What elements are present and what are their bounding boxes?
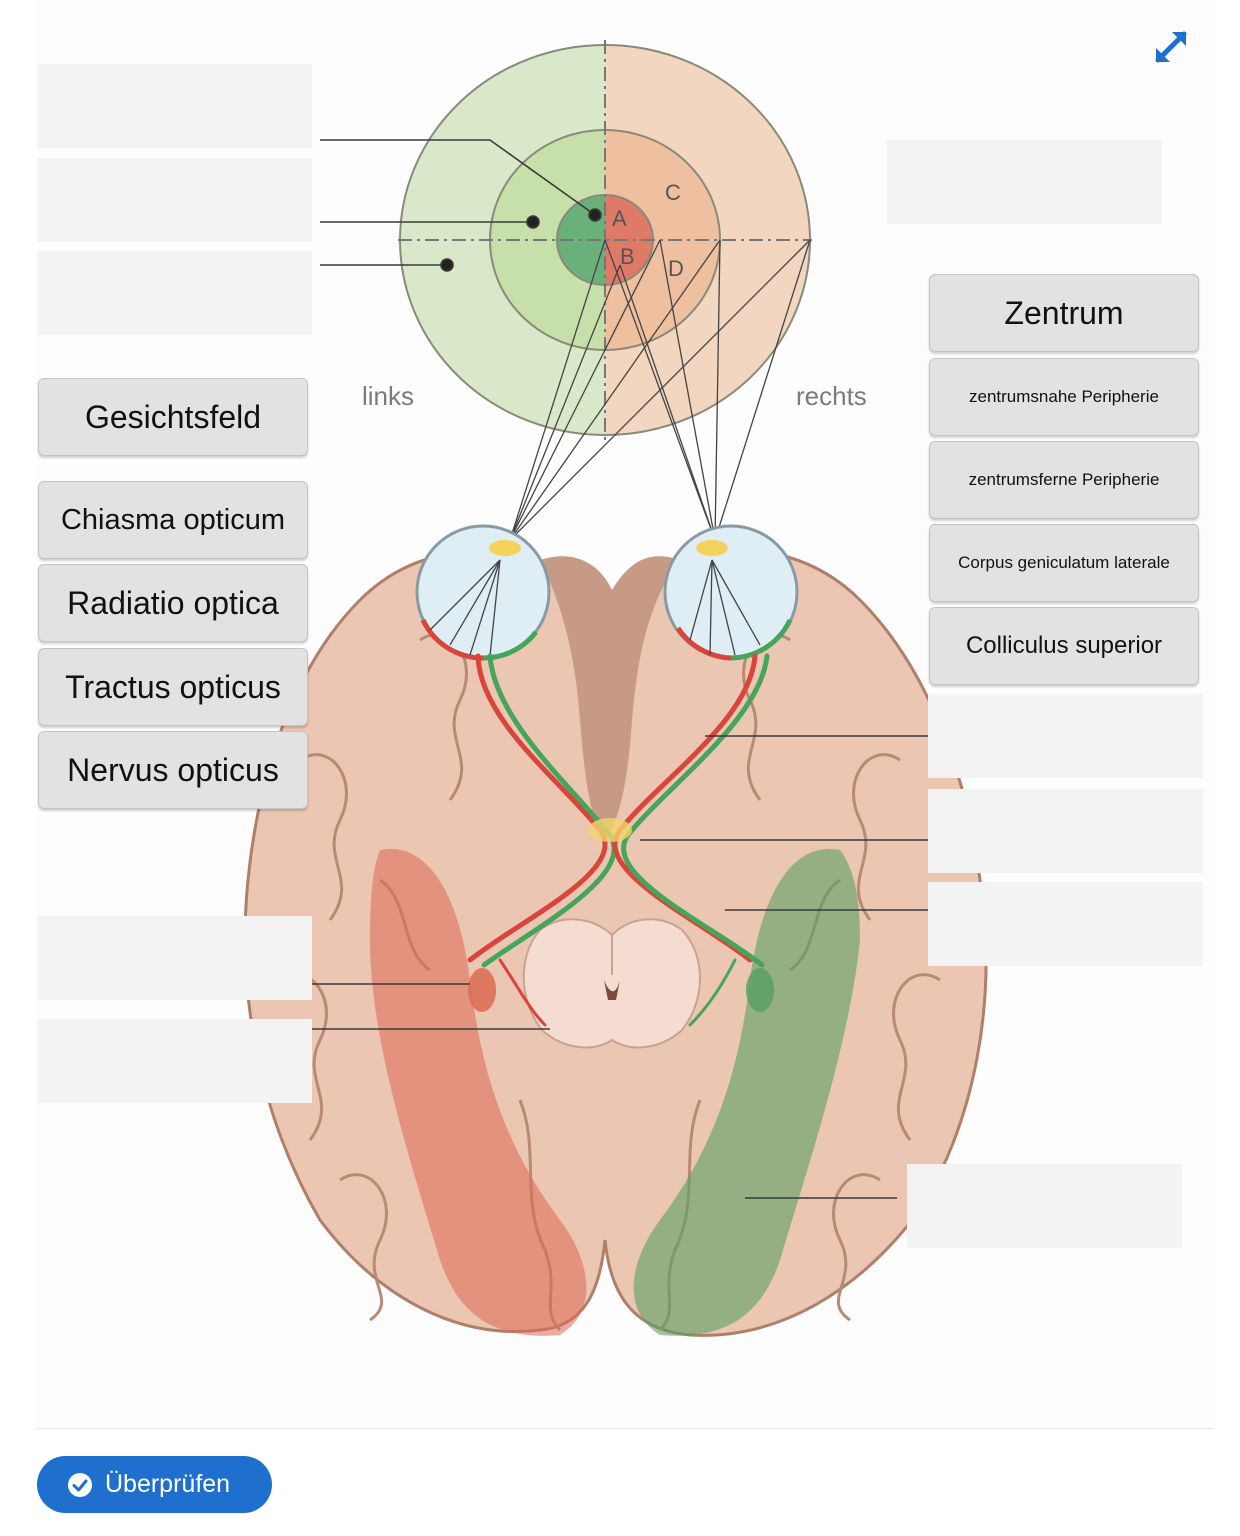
- dropzone-4[interactable]: [887, 140, 1162, 224]
- draggable-label-tractus-opticus[interactable]: Tractus opticus: [38, 648, 308, 726]
- field-letter-c: C: [665, 180, 681, 205]
- optic-pathways: [467, 653, 770, 1027]
- draggable-label-gesichtsfeld[interactable]: Gesichtsfeld: [38, 378, 308, 456]
- leader-lines: [312, 139, 928, 1199]
- field-letter-d: D: [668, 256, 684, 281]
- dropzone-2[interactable]: [37, 158, 312, 242]
- dropzone-10[interactable]: [907, 1164, 1182, 1248]
- draggable-label-zentrumsferne-peripherie[interactable]: zentrumsferne Peripherie: [929, 441, 1199, 519]
- brain-illustration: [243, 548, 988, 1337]
- dropzone-3[interactable]: [37, 251, 312, 335]
- dropzone-6[interactable]: [928, 789, 1203, 873]
- field-letter-b: B: [620, 244, 635, 269]
- field-letter-a: A: [612, 206, 627, 231]
- dropzone-7[interactable]: [928, 882, 1203, 966]
- check-button[interactable]: Überprüfen: [37, 1456, 272, 1513]
- visual-pathway-figure: A B C D links rechts: [243, 40, 988, 1337]
- draggable-label-colliculus-superior[interactable]: Colliculus superior: [929, 607, 1199, 685]
- draggable-label-zentrum[interactable]: Zentrum: [929, 274, 1199, 352]
- draggable-label-chiasma-opticum[interactable]: Chiasma opticum: [38, 481, 308, 559]
- check-button-label: Überprüfen: [105, 1470, 231, 1498]
- draggable-label-radiatio-optica[interactable]: Radiatio optica: [38, 564, 308, 642]
- dropzone-9[interactable]: [37, 1019, 312, 1103]
- draggable-label-nervus-opticus[interactable]: Nervus opticus: [38, 731, 308, 809]
- dropzone-5[interactable]: [928, 694, 1203, 778]
- draggable-label-corpus-geniculatum-laterale[interactable]: Corpus geniculatum laterale: [929, 524, 1199, 602]
- visual-field-diagram: A B C D links rechts: [362, 40, 867, 440]
- footer-divider: [37, 1428, 1213, 1429]
- draggable-label-zentrumsnahe-peripherie[interactable]: zentrumsnahe Peripherie: [929, 358, 1199, 436]
- side-label-left: links: [362, 381, 414, 411]
- side-label-right: rechts: [796, 381, 867, 411]
- eyeballs: [415, 524, 799, 661]
- dropzone-8[interactable]: [37, 916, 312, 1000]
- expand-arrows-icon[interactable]: [1150, 26, 1192, 68]
- projection-rays: [509, 239, 811, 541]
- check-circle-icon: [68, 1472, 92, 1497]
- dropzone-1[interactable]: [37, 64, 312, 148]
